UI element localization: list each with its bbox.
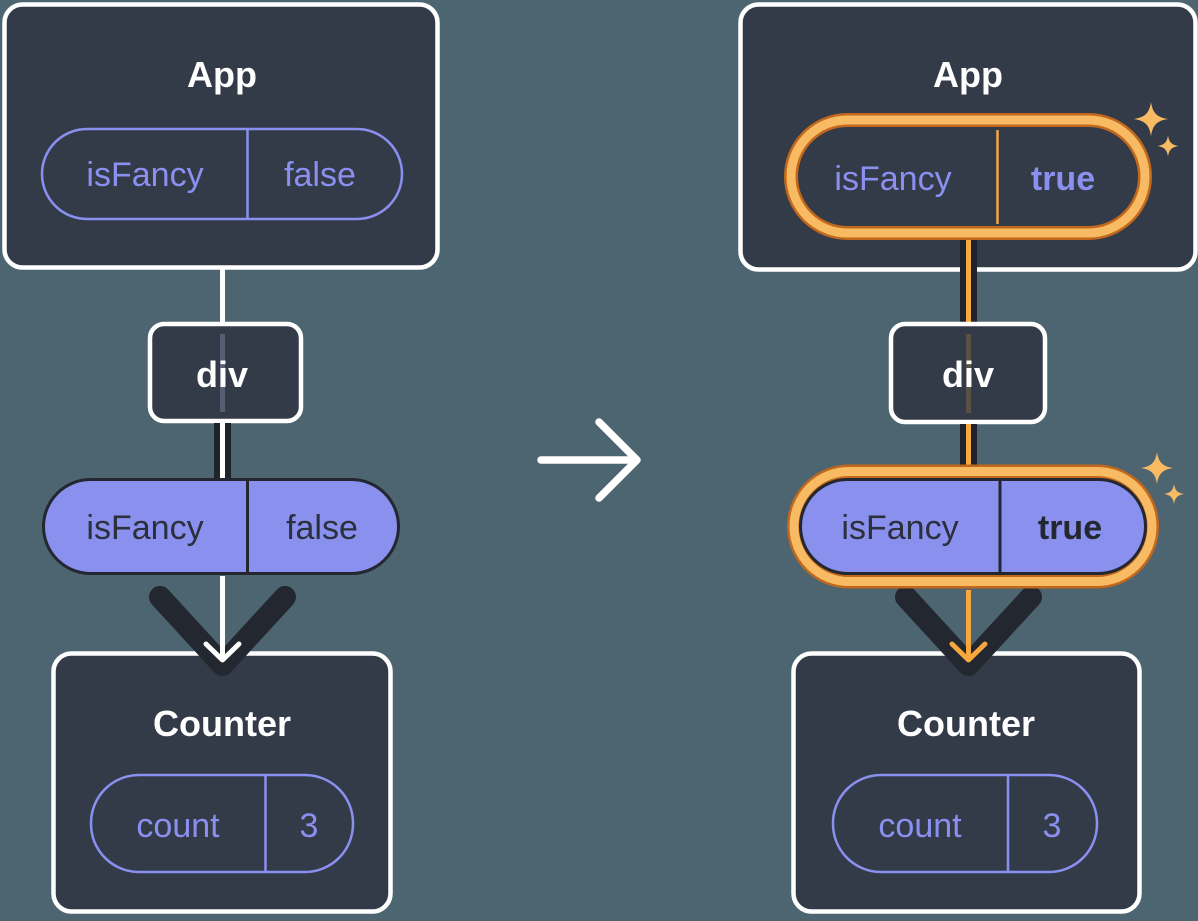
app-title: App (187, 54, 257, 95)
arrow-down-icon (895, 586, 1042, 676)
state-pill-counter-after: count 3 (831, 773, 1099, 874)
div-card-background (147, 321, 304, 424)
div-card-before: div (147, 321, 304, 424)
div-card-after: div (888, 321, 1048, 425)
state-pill-outline (831, 773, 1099, 874)
sparkle-small (1164, 484, 1184, 504)
state-name: isFancy (834, 160, 951, 198)
app-card-background (2, 2, 440, 270)
counter-card-after: Counter count 3 (791, 651, 1142, 914)
state-name: isFancy (86, 156, 203, 194)
state-name: count (136, 807, 220, 845)
highlight-ring-inner (786, 115, 1150, 238)
prop-pill-body (42, 478, 400, 575)
state-value: false (284, 156, 356, 194)
app-title: App (933, 54, 1003, 95)
state-pill-app-after-highlighted: isFancy true (784, 113, 1152, 240)
state-pill-counter-before: count 3 (89, 773, 355, 874)
pill-interior (791, 120, 1145, 233)
div-card-background (888, 321, 1048, 425)
state-value: true (1031, 160, 1095, 198)
prop-name: isFancy (841, 509, 958, 547)
arrow-chevron (149, 586, 296, 676)
counter-title: Counter (897, 703, 1035, 744)
prop-name: isFancy (86, 509, 203, 547)
prop-pill-before: isFancy false (42, 478, 400, 575)
counter-card-before: Counter count 3 (51, 651, 393, 914)
tree-before: App isFancy false div isFancy fal (2, 2, 440, 914)
arrow-chevron (895, 586, 1042, 676)
state-pill-outline (89, 773, 355, 874)
arrow-down-icon (149, 576, 296, 676)
arrow-head (203, 641, 242, 663)
div-title: div (942, 354, 994, 395)
state-name: count (878, 807, 962, 845)
highlight-ring-inner (789, 467, 1157, 586)
counter-title: Counter (153, 703, 291, 744)
prop-pill-after-highlighted: isFancy true (787, 464, 1159, 589)
prop-pill-body (799, 478, 1147, 575)
tree-after: App isFancy true div (738, 2, 1198, 914)
prop-value: true (1038, 509, 1102, 547)
app-card-before: App isFancy false (2, 2, 440, 270)
prop-value: false (286, 509, 358, 547)
arrow-right-icon (537, 418, 641, 502)
arrow-head (949, 641, 988, 663)
div-title: div (196, 354, 248, 395)
arrow-head (595, 418, 641, 502)
state-pill-app-before: isFancy false (40, 127, 404, 221)
state-pill-outline (40, 127, 404, 221)
state-value: 3 (1043, 807, 1062, 845)
state-value: 3 (300, 807, 319, 845)
sparkle-large (1141, 452, 1173, 484)
